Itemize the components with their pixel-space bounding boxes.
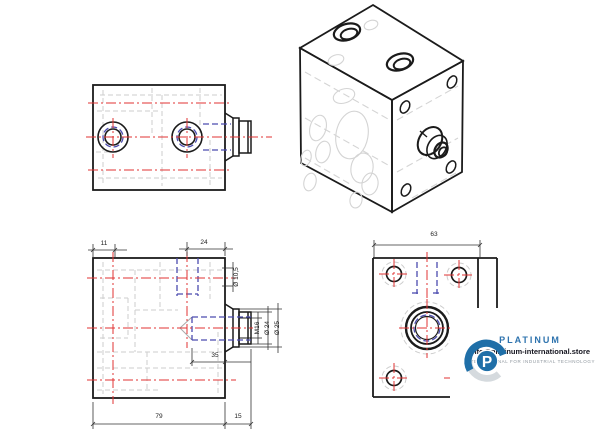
dim-label-35: 35 [211, 352, 219, 359]
front-view-hidden-bore [203, 123, 231, 151]
brand-name: PLATINUM [499, 335, 561, 345]
platinum-logo-icon: P [464, 339, 507, 382]
dim-label-79: 79 [155, 413, 163, 420]
side-view-drill-cone [179, 316, 193, 341]
dim-label-15: 15 [234, 413, 242, 420]
brand-tagline: INTERNATIONAL FOR INDUSTRIAL TECHNOLOGY [464, 359, 596, 364]
dim-label-hole-diameter: Ø 10,5 [233, 267, 240, 287]
side-view-hidden-lines [97, 262, 222, 394]
iso-hex-boss [416, 126, 449, 160]
iso-right-face [391, 59, 464, 214]
contact-email: Info@platinum-international.store [469, 347, 591, 356]
isometric-view [298, 3, 465, 214]
iso-top-port-1 [332, 22, 362, 42]
dim-label-flange-diameter: Ø 25 [274, 320, 281, 336]
side-view [87, 242, 282, 429]
side-view-dimensions [88, 242, 282, 429]
iso-ghost-detail [300, 19, 459, 209]
front-view-centerlines [86, 102, 272, 171]
dim-label-63: 63 [430, 231, 438, 238]
dim-label-thread: M16 [254, 321, 261, 335]
side-view-centerlines [87, 252, 253, 404]
face-hidden-slot [412, 252, 442, 308]
iso-top-face [298, 3, 465, 102]
dim-label-24: 24 [200, 239, 208, 246]
iso-mounting-holes [399, 75, 458, 197]
front-view [86, 84, 272, 191]
iso-top-port-2 [385, 52, 415, 72]
platinum-logo: P PLATINUM Info@platinum-international.s… [460, 334, 600, 382]
dim-label-11: 11 [100, 240, 108, 247]
dim-label-boss-diameter: Ø 24 [264, 320, 271, 336]
logo-monogram: P [482, 354, 492, 371]
face-dimensions [371, 240, 483, 257]
